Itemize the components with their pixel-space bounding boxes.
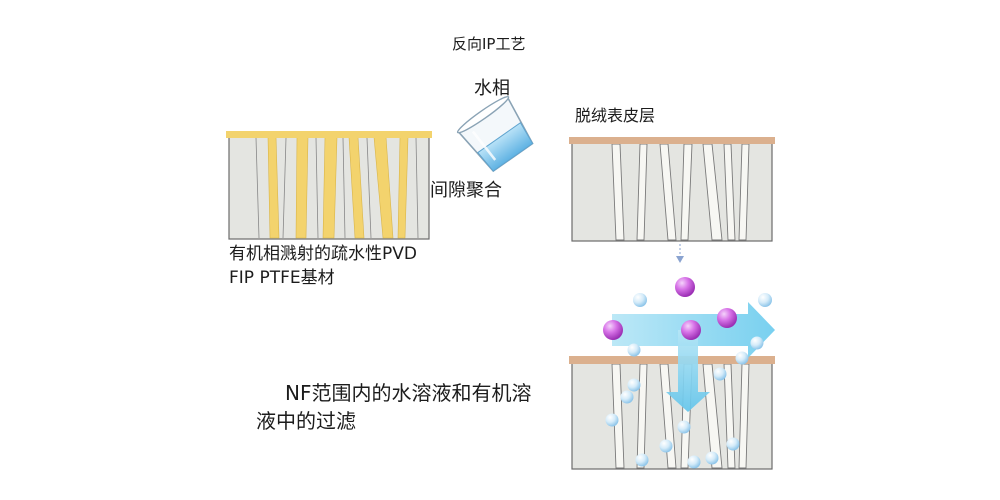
substrate-label-line2: FIP PTFE基材 <box>229 268 335 289</box>
beaker-label: 水相 <box>474 78 510 101</box>
substrate-membrane <box>226 131 432 239</box>
skin-layer-membrane <box>569 137 775 241</box>
gap-polymerization-label: 间隙聚合 <box>430 180 502 203</box>
beaker-icon <box>455 94 538 175</box>
organic-phase-layer <box>226 131 432 138</box>
substrate-label-line1: 有机相溅射的疏水性PVD <box>229 244 417 265</box>
filtration-label-line2: 液中的过滤 <box>256 409 356 434</box>
skin-layer <box>569 137 775 144</box>
filtration-label-line1: NF范围内的水溶液和有机溶 <box>285 381 531 406</box>
down-indicator-icon <box>676 244 684 263</box>
filtration-membrane <box>569 356 775 469</box>
skin-layer-label: 脱绒表皮层 <box>575 106 655 126</box>
process-title: 反向IP工艺 <box>452 35 525 54</box>
